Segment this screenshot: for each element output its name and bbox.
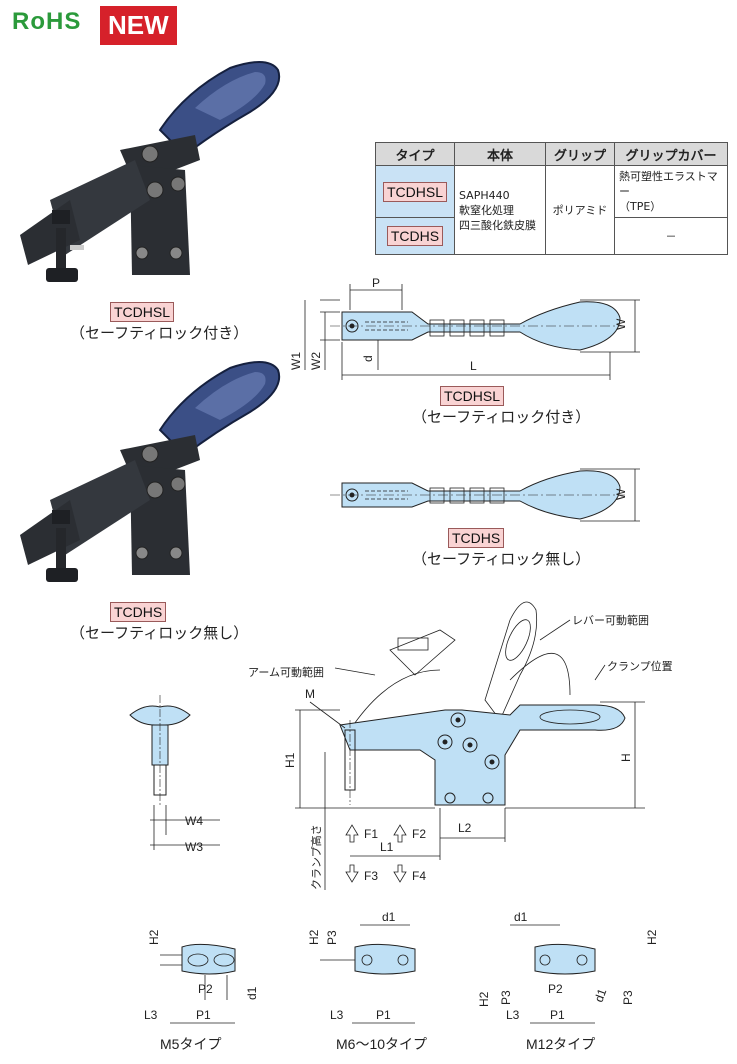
dim-l1-label: L1 — [380, 840, 394, 854]
dim-p3-label: P3 — [621, 990, 635, 1005]
side-view-drawing: レバー可動範囲 クランプ位置 アーム可動範囲 M H H1 クランプ高さ F1 … — [248, 601, 673, 890]
dim-l3-label: L3 — [506, 1008, 520, 1022]
spec-table-header-row: タイプ 本体 グリップ グリップカバー — [375, 142, 728, 166]
base-type-name: M12タイプ — [526, 1036, 595, 1052]
dim-p3-label: P3 — [325, 930, 339, 945]
top-view-s-code: TCDHS — [448, 528, 505, 548]
force-f3-label: F3 — [364, 869, 378, 883]
spec-cover-line: （TPE） — [619, 200, 662, 213]
spec-type-tcdhsl: TCDHSL — [382, 181, 447, 202]
rohs-logo: RoHS — [12, 8, 82, 35]
spec-cover-line: 熱可塑性エラストマー — [619, 170, 718, 198]
dim-p1-label: P1 — [376, 1008, 391, 1022]
spec-header-type: タイプ — [375, 142, 455, 166]
dim-p3-label: P3 — [499, 990, 513, 1005]
dim-p1-label: P1 — [196, 1008, 211, 1022]
dim-w-label: W — [614, 488, 628, 500]
dim-p-label: P — [372, 276, 380, 290]
dim-w1-label: W1 — [289, 352, 303, 370]
spec-header-grip: グリップ — [545, 142, 615, 166]
dim-l2-label: L2 — [458, 821, 472, 835]
dim-h2-label: H2 — [307, 929, 321, 945]
lever-range-label: レバー可動範囲 — [572, 613, 649, 627]
dim-p2-label: P2 — [548, 982, 563, 996]
clamp-photo-with-lock — [20, 61, 281, 282]
base-type-m5-drawing: H2 P2 d1 L3 P1 M5タイプ — [144, 929, 259, 1052]
dim-l3-label: L3 — [144, 1008, 158, 1022]
photo-bottom-code: TCDHS — [110, 602, 167, 622]
top-view-drawing-lock: P W W1 W2 d L — [289, 276, 640, 380]
spec-body-material: SAPH440 軟窒化処理 四三酸化鉄皮膜 — [454, 165, 546, 255]
spec-type-cell-s: TCDHS — [375, 217, 455, 255]
force-f4-label: F4 — [412, 869, 426, 883]
dim-d1-label: d1 — [382, 910, 396, 924]
spec-table-row: TCDHSL SAPH440 軟窒化処理 四三酸化鉄皮膜 ポリアミド 熱可塑性エ… — [375, 165, 728, 255]
new-badge: NEW — [100, 6, 177, 45]
dim-m-label: M — [305, 687, 315, 701]
arm-range-label: アーム可動範囲 — [248, 665, 324, 679]
spec-header-body: 本体 — [454, 142, 546, 166]
base-type-name: M6～10タイプ — [336, 1036, 427, 1052]
spec-type-cell-l: TCDHSL — [375, 165, 455, 218]
front-view-drawing: W4 W3 — [129, 695, 220, 854]
photo-top-caption: （セーフティロック付き） — [70, 324, 249, 342]
dim-p2-label: P2 — [198, 982, 213, 996]
dim-w-label: W — [614, 318, 628, 330]
dim-d1-label: d1 — [514, 910, 528, 924]
dim-w4-label: W4 — [185, 814, 203, 828]
spec-cover-s: － — [614, 217, 728, 255]
dim-h-label: H — [619, 753, 633, 762]
photo-bottom-caption: （セーフティロック無し） — [70, 624, 249, 642]
clamp-position-label: クランプ位置 — [607, 659, 673, 673]
spec-cover-l: 熱可塑性エラストマー （TPE） — [614, 165, 728, 218]
top-view-l-code: TCDHSL — [440, 386, 505, 406]
top-view-drawing-nolock: W — [330, 468, 640, 522]
spec-body-line: 四三酸化鉄皮膜 — [459, 218, 536, 232]
base-type-m6-drawing: d1 H2 P3 L3 P1 M6～10タイプ — [307, 910, 427, 1052]
top-view-l-caption: （セーフティロック付き） — [412, 408, 591, 426]
dim-l-label: L — [470, 359, 477, 373]
dim-d1-label: d1 — [592, 986, 610, 1004]
dim-p1-label: P1 — [550, 1008, 565, 1022]
dim-d-label: d — [361, 355, 375, 362]
photo-top-code: TCDHSL — [110, 302, 175, 322]
spec-type-tcdhs: TCDHS — [386, 226, 444, 246]
clamp-photo-without-lock — [20, 361, 281, 582]
force-f1-label: F1 — [364, 827, 378, 841]
force-f2-label: F2 — [412, 827, 426, 841]
spec-table-row: TCDHS － — [375, 217, 728, 255]
dim-d1-label: d1 — [245, 986, 259, 1000]
spec-body-line: SAPH440 — [459, 188, 510, 202]
dim-w2-label: W2 — [309, 352, 323, 370]
top-view-s-caption: （セーフティロック無し） — [412, 550, 591, 568]
dim-h2-label: H2 — [147, 929, 161, 945]
clamp-height-label: クランプ高さ — [309, 824, 323, 890]
dim-h2-label: H2 — [645, 929, 659, 945]
spec-body-line: 軟窒化処理 — [459, 203, 514, 217]
dim-h1-label: H1 — [283, 752, 297, 768]
base-type-m12-drawing: d1 H2 P3 H2 P3 P2 d1 L3 P1 M12タイプ — [477, 910, 659, 1052]
spec-header-grip-cover: グリップカバー — [614, 142, 728, 166]
base-type-name: M5タイプ — [160, 1036, 221, 1052]
spec-table: タイプ 本体 グリップ グリップカバー TCDHSL SAPH440 軟窒化処理… — [375, 142, 728, 255]
spec-grip-material: ポリアミド — [545, 165, 615, 255]
dim-l3-label: L3 — [330, 1008, 344, 1022]
dim-w3-label: W3 — [185, 840, 203, 854]
dim-h2-label: H2 — [477, 991, 491, 1007]
